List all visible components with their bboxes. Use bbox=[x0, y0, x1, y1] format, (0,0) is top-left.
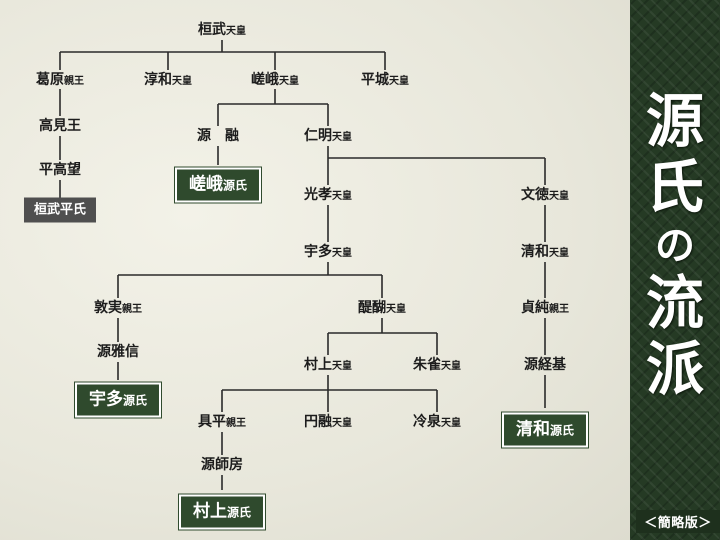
node-ninmyo: 仁明天皇 bbox=[304, 128, 352, 144]
node-morofusa: 源師房 bbox=[201, 457, 243, 473]
node-sadazumi: 貞純親王 bbox=[521, 300, 569, 316]
title-char: 派 bbox=[645, 335, 704, 403]
node-murakami: 村上天皇 bbox=[304, 357, 352, 373]
node-uda: 宇多天皇 bbox=[304, 244, 352, 260]
node-daigo: 醍醐天皇 bbox=[358, 300, 406, 316]
node-saga: 嵯峨天皇 bbox=[251, 72, 299, 88]
title-char: の bbox=[655, 222, 695, 269]
clan-box-saga-genji: 嵯峨源氏 bbox=[173, 166, 263, 204]
node-takami: 高見王 bbox=[39, 118, 81, 134]
node-tomohira: 具平親王 bbox=[198, 414, 246, 430]
clan-box-murakami-genji: 村上源氏 bbox=[177, 493, 267, 531]
node-masanobu: 源雅信 bbox=[97, 344, 139, 360]
node-toru: 源 融 bbox=[197, 128, 239, 144]
sidebar-title: 源 氏 の 流 派 bbox=[638, 92, 712, 406]
node-takamochi: 平高望 bbox=[39, 162, 81, 178]
node-junna: 淳和天皇 bbox=[144, 72, 192, 88]
connector-lines bbox=[59, 40, 546, 490]
clan-box-seiwa-genji: 清和源氏 bbox=[500, 411, 590, 449]
node-kanmu: 桓武天皇 bbox=[198, 22, 246, 38]
clan-box-uda-genji: 宇多源氏 bbox=[73, 381, 163, 419]
genealogy-chart: 桓武天皇 葛原親王 淳和天皇 嵯峨天皇 平城天皇 高見王 平高望 源 融 仁明天… bbox=[0, 0, 630, 540]
title-sidebar: 源 氏 の 流 派 bbox=[630, 0, 720, 540]
node-suzaku: 朱雀天皇 bbox=[413, 357, 461, 373]
node-enyu: 円融天皇 bbox=[304, 414, 352, 430]
title-char: 氏 bbox=[645, 153, 704, 221]
node-reizei: 冷泉天皇 bbox=[413, 414, 461, 430]
node-heizei: 平城天皇 bbox=[361, 72, 409, 88]
node-koko: 光孝天皇 bbox=[304, 187, 352, 203]
version-note: ＜簡略版＞ bbox=[636, 510, 720, 533]
node-montoku: 文徳天皇 bbox=[521, 187, 569, 203]
node-seiwa: 清和天皇 bbox=[521, 244, 569, 260]
clan-box-kanmu-heishi: 桓武平氏 bbox=[23, 197, 97, 223]
node-tsunemoto: 源経基 bbox=[524, 357, 566, 373]
node-atsuzane: 敦実親王 bbox=[94, 300, 142, 316]
node-kuzuhara: 葛原親王 bbox=[36, 72, 84, 88]
title-char: 源 bbox=[645, 87, 704, 155]
title-char: 流 bbox=[645, 269, 704, 337]
